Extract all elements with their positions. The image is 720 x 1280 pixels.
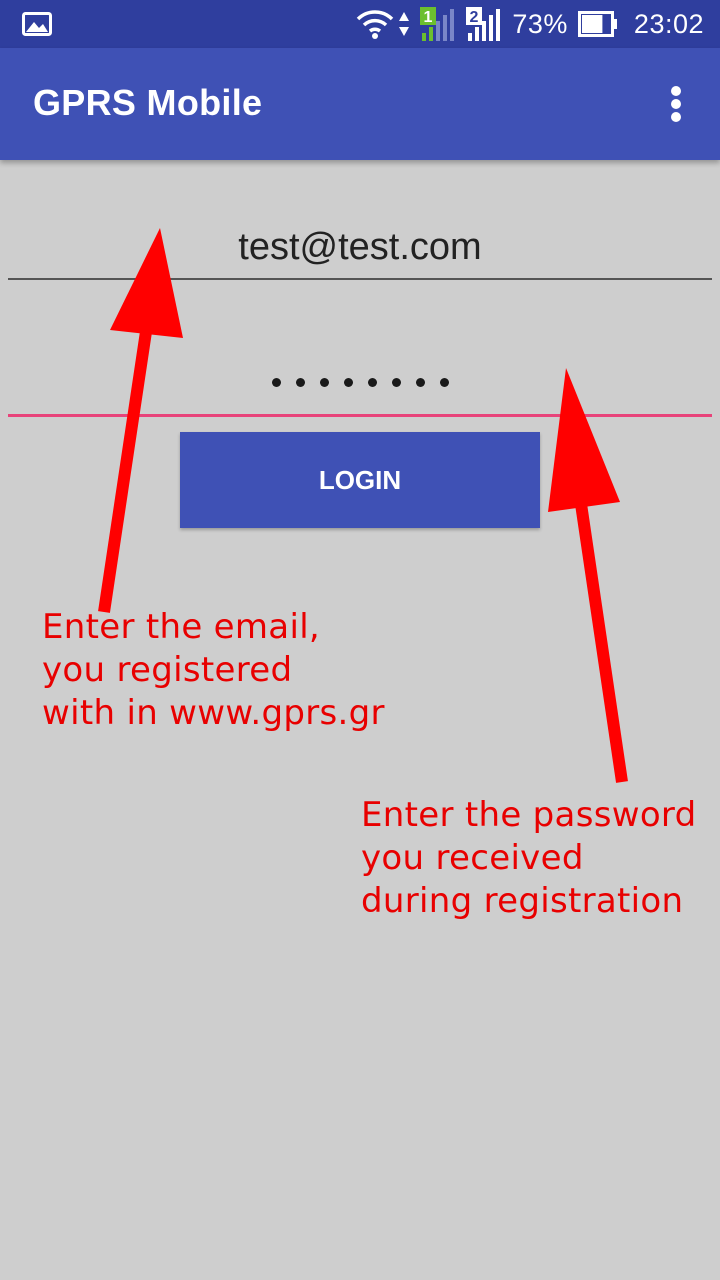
- login-button[interactable]: LOGIN: [180, 432, 540, 528]
- password-dot: [415, 378, 425, 387]
- password-mask: [264, 378, 456, 387]
- password-dot: [271, 378, 281, 387]
- email-field[interactable]: [8, 216, 712, 280]
- sim1-signal-icon: 1: [420, 7, 455, 41]
- wifi-icon: [357, 10, 394, 39]
- password-annotation-line: Enter the password: [361, 795, 697, 835]
- app-title: GPRS Mobile: [33, 82, 263, 123]
- data-arrows-icon: [399, 12, 410, 36]
- status-time: 23:02: [633, 8, 704, 39]
- email-arrow: [98, 228, 183, 613]
- sim2-label: 2: [470, 9, 479, 26]
- app-bar: GPRS Mobile: [0, 48, 720, 160]
- sim2-signal-icon: 2: [466, 7, 501, 41]
- battery-percent: 73%: [512, 8, 568, 39]
- password-annotation: Enter the password you received during r…: [361, 794, 697, 923]
- password-arrow: [548, 368, 628, 783]
- sim1-label: 1: [424, 9, 433, 26]
- password-field[interactable]: [8, 356, 712, 417]
- email-annotation: Enter the email, you registered with in …: [42, 606, 385, 735]
- gallery-icon: [22, 12, 52, 36]
- email-annotation-line: with in www.gprs.gr: [42, 693, 385, 733]
- more-vert-icon[interactable]: [660, 82, 692, 126]
- password-dot: [391, 378, 401, 387]
- password-dot: [367, 378, 377, 387]
- email-annotation-line: Enter the email,: [42, 607, 321, 647]
- password-annotation-line: during registration: [361, 881, 684, 921]
- battery-icon: [577, 11, 617, 37]
- email-annotation-line: you registered: [42, 650, 293, 690]
- status-bar-right: 1 2 73% 23:02: [356, 0, 704, 48]
- password-dot: [319, 378, 329, 387]
- password-dot: [295, 378, 305, 387]
- password-dot: [439, 378, 449, 387]
- password-annotation-line: you received: [361, 838, 584, 878]
- password-dot: [343, 378, 353, 387]
- status-bar: 1 2 73% 23:02: [0, 0, 720, 48]
